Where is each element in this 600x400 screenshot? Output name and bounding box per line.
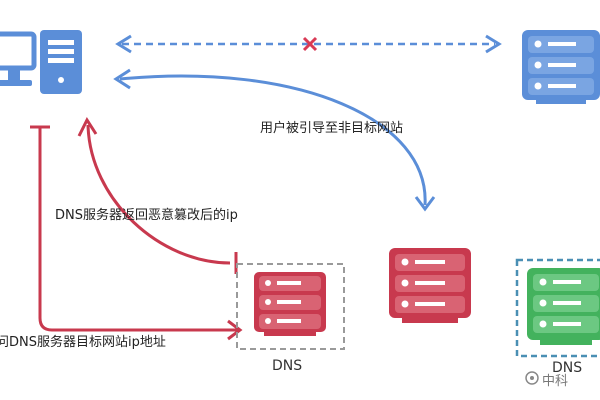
return-arrow [77, 116, 238, 274]
blocked-x-icon [302, 36, 318, 52]
malicious-dns-server-icon [236, 263, 345, 350]
redirect-arrow [113, 68, 436, 212]
watermark-icon [525, 371, 539, 385]
label-dns-malicious: DNS [272, 358, 303, 374]
query-arrow [30, 125, 243, 341]
label-dns-legit: DNS [552, 360, 583, 376]
label-dns-return: DNS服务器返回恶意篡改后的ip [55, 208, 238, 223]
attacker-server-icon [389, 248, 471, 323]
legit-dns-server-icon [515, 258, 600, 358]
label-query: 问DNS服务器目标网站ip地址 [0, 335, 166, 350]
computer-icon [0, 30, 82, 94]
watermark-text: 中科 [542, 374, 569, 389]
label-user-redirect: 用户被引导至非目标网站 [260, 121, 404, 136]
target-server-icon [522, 30, 600, 104]
